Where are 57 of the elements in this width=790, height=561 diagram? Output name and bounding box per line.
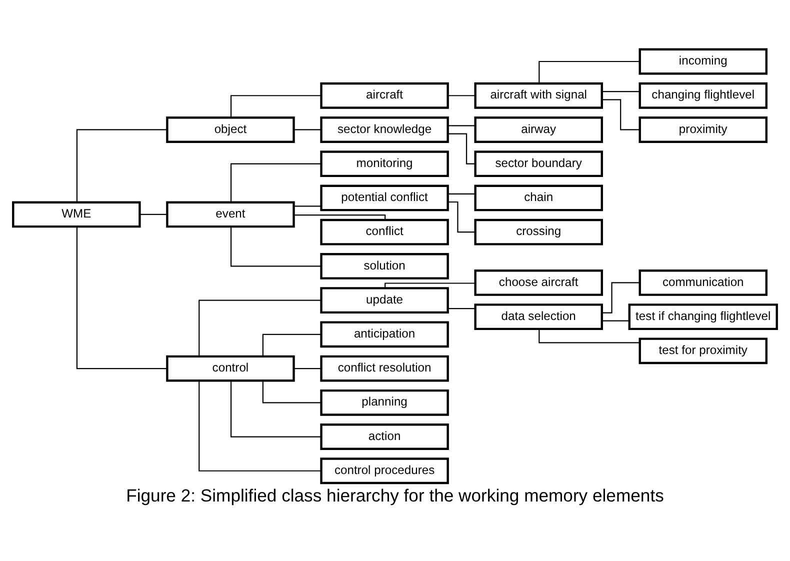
connector	[448, 193, 476, 194]
node-box: crossing	[474, 218, 603, 246]
node-box: sector boundary	[474, 150, 603, 178]
node-box: update	[320, 287, 449, 314]
node-box: WME	[12, 201, 141, 228]
connector	[76, 129, 168, 202]
node-box: planning	[320, 389, 449, 416]
node-box: choose aircraft	[474, 270, 603, 296]
connector	[602, 282, 640, 314]
node-box: communication	[638, 270, 768, 296]
connector	[602, 320, 630, 322]
node-box: anticipation	[320, 321, 449, 348]
node-box: changing flightlevel	[638, 82, 768, 109]
node-box: airway	[474, 116, 603, 143]
connector	[230, 227, 322, 267]
connector	[230, 95, 322, 118]
node-box: data selection	[474, 304, 603, 330]
connector	[76, 227, 168, 370]
connector	[198, 300, 322, 356]
connector	[294, 129, 322, 130]
node-box: control	[166, 355, 295, 382]
node-box: conflict resolution	[320, 355, 449, 382]
connector	[294, 214, 386, 220]
node-box: object	[166, 116, 295, 143]
connector	[230, 380, 322, 438]
connector	[198, 380, 322, 472]
node-box: solution	[320, 253, 449, 280]
caption: Figure 2: Simplified class hierarchy for the working memory elements	[126, 485, 664, 506]
node-box: test if changing flightlevel	[628, 304, 778, 330]
connector	[230, 163, 322, 202]
node-box: monitoring	[320, 150, 449, 178]
node-box: sector knowledge	[320, 116, 449, 143]
connector	[384, 282, 476, 288]
connector	[294, 368, 322, 370]
connector	[448, 201, 476, 233]
node-box: test for proximity	[638, 338, 768, 364]
connector	[448, 308, 476, 310]
connector	[538, 60, 640, 84]
node-box: chain	[474, 184, 603, 212]
node-box: action	[320, 424, 449, 450]
node-box: potential conflict	[320, 184, 449, 212]
node-box: conflict	[320, 218, 449, 246]
connector	[294, 206, 322, 207]
node-box: control procedures	[320, 458, 449, 484]
connector	[448, 125, 476, 126]
node-box: aircraft with signal	[474, 82, 603, 109]
connector	[262, 334, 322, 356]
connector	[448, 95, 476, 96]
connector	[602, 91, 640, 92]
connector	[262, 380, 322, 404]
node-box: incoming	[638, 48, 768, 75]
node-box: proximity	[638, 116, 768, 143]
connector	[602, 99, 640, 130]
node-box: aircraft	[320, 82, 449, 109]
node-box: event	[166, 201, 295, 228]
connector	[140, 214, 168, 216]
connector	[448, 133, 476, 164]
